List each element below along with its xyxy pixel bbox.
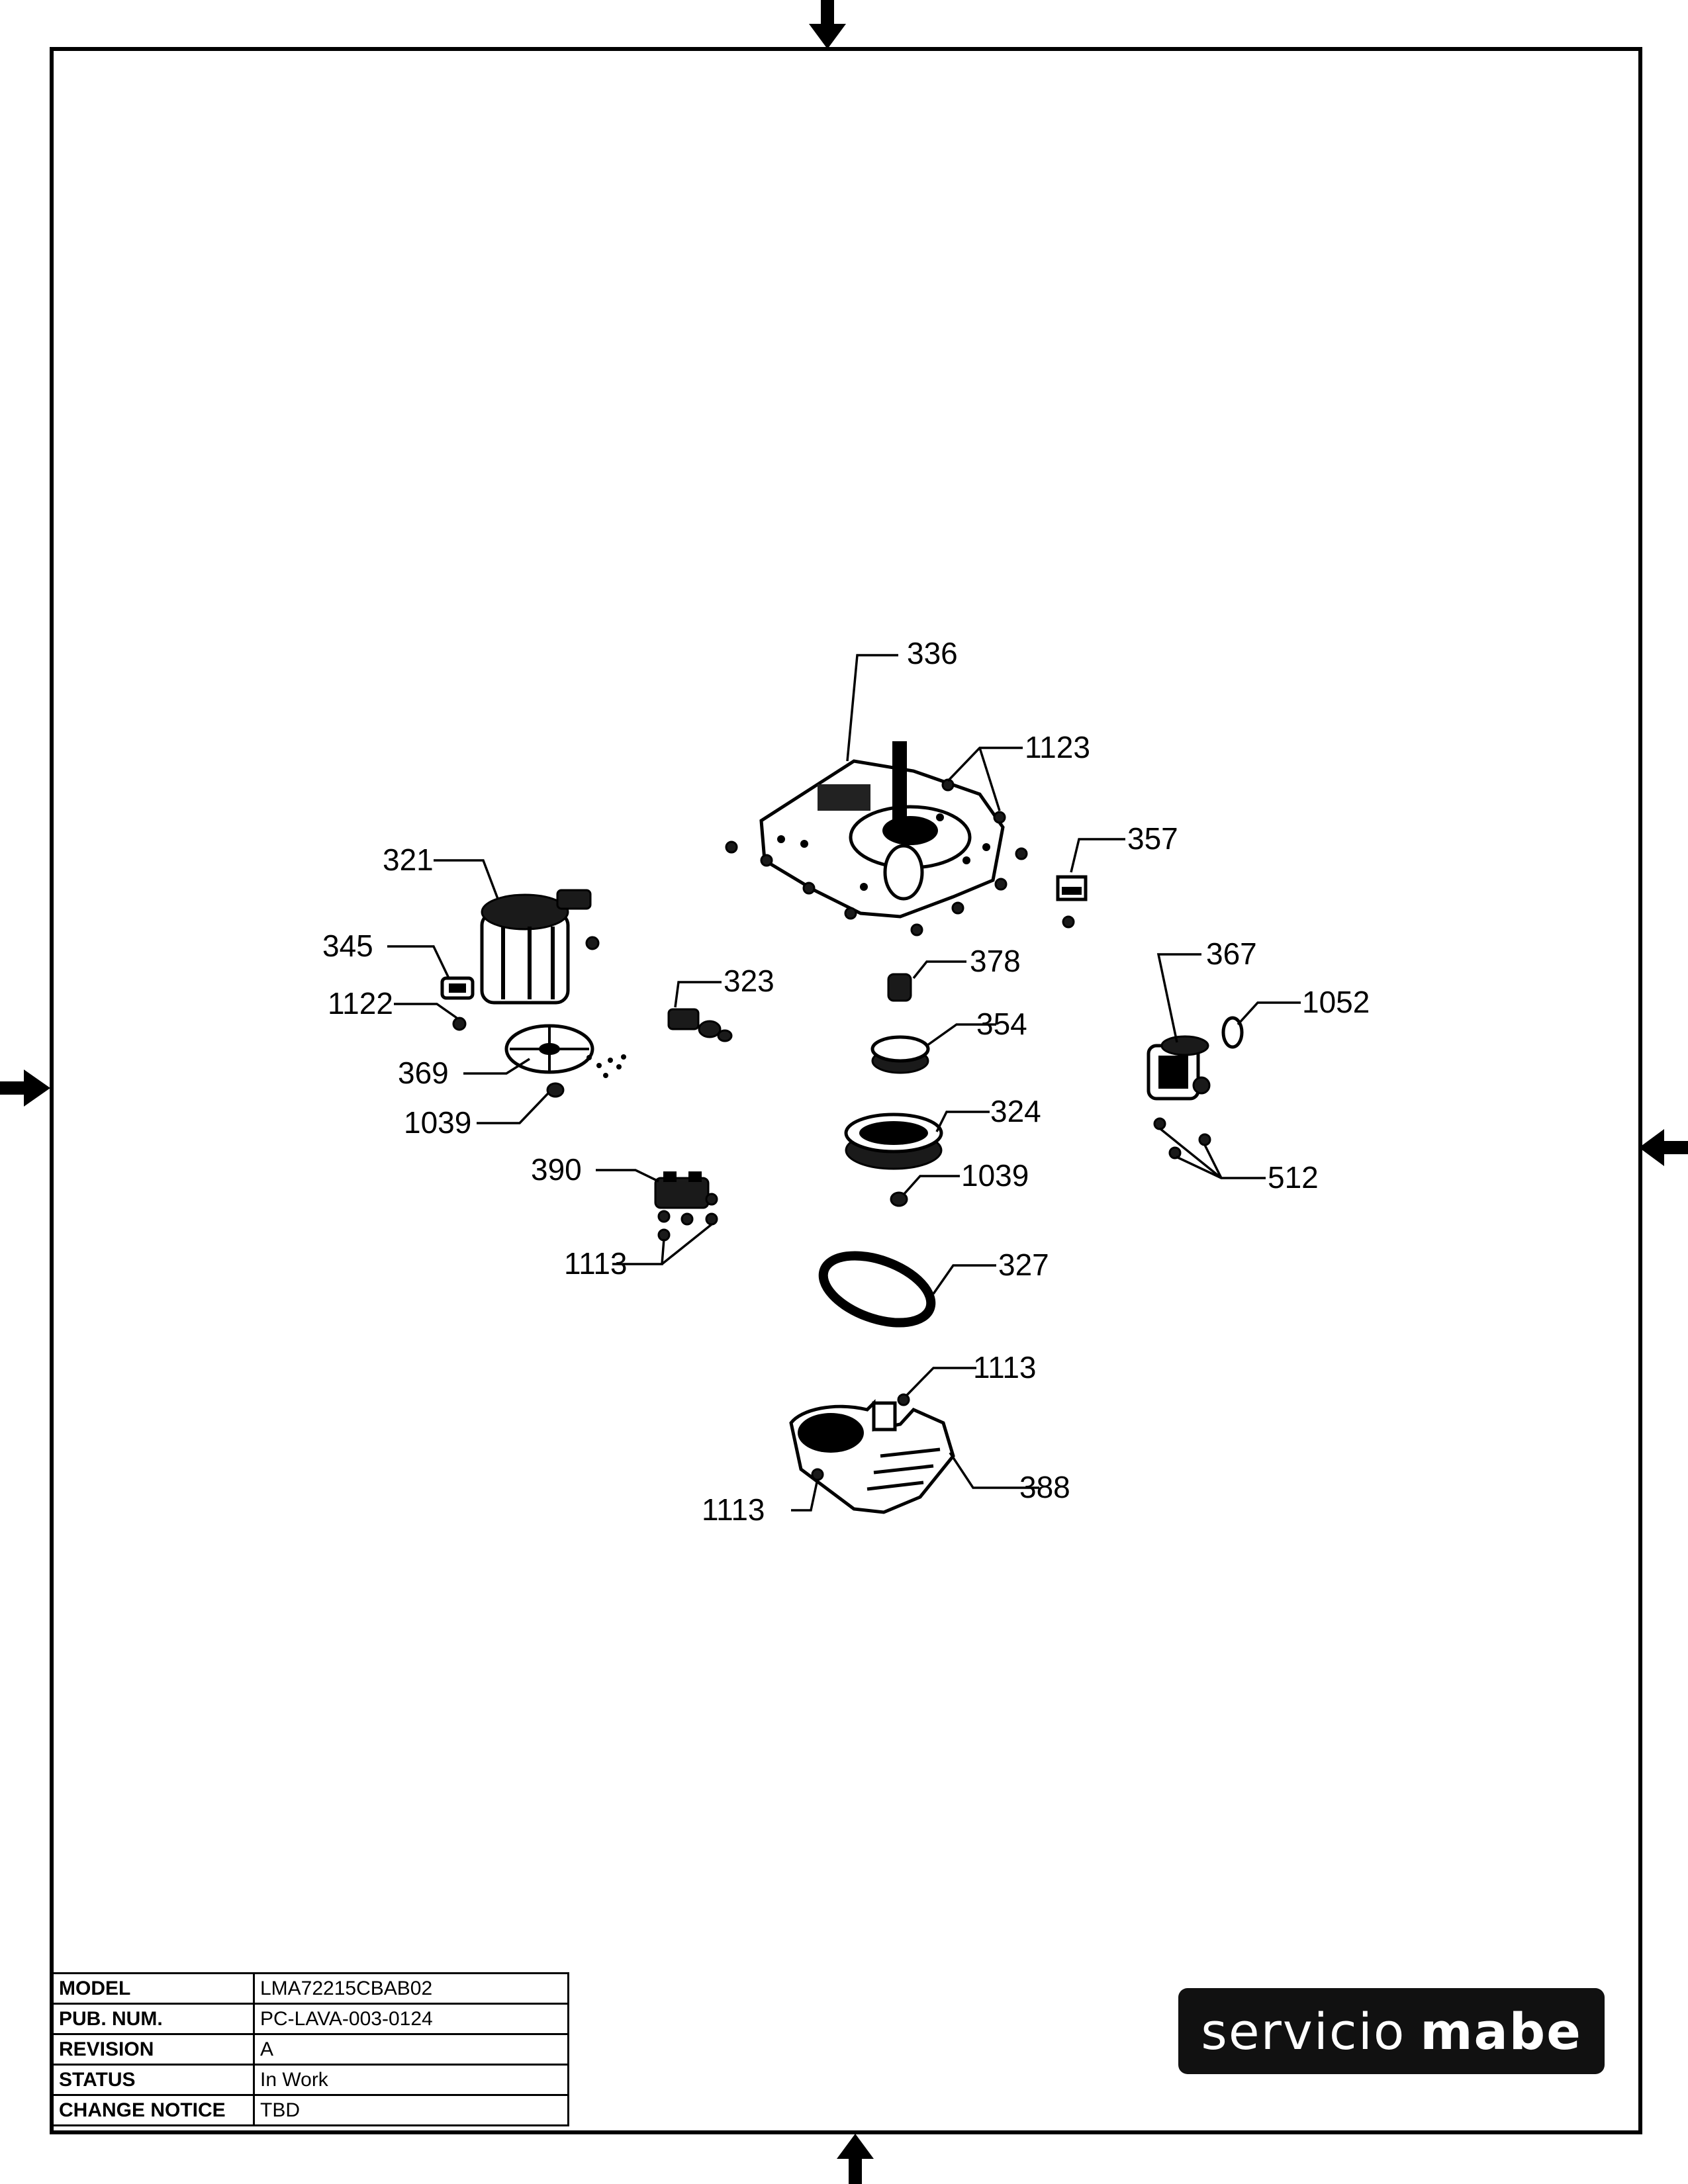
part-345-bracket [440,976,475,1000]
callout-323: 323 [724,964,774,998]
part-323-switch [667,1008,733,1042]
part-1123-screws [725,778,1028,936]
callout-1039-right: 1039 [961,1158,1029,1193]
callout-327: 327 [998,1248,1049,1282]
callout-1039-left: 1039 [404,1105,471,1140]
callout-321: 321 [383,842,434,877]
part-321-motor [480,889,600,1005]
callout-357: 357 [1127,821,1178,856]
callout-354: 354 [976,1007,1027,1041]
part-369-dots [586,1054,626,1078]
change-notice-value: TBD [253,2094,569,2126]
logo-servicio-text: servicio [1201,2001,1406,2061]
part-388-housing [789,1398,955,1514]
title-block-row-revision: REVISION A [52,2033,569,2066]
pub-num-label: PUB. NUM. [52,2003,255,2035]
callout-388: 388 [1019,1470,1070,1504]
pub-num-value: PC-LAVA-003-0124 [253,2003,569,2035]
callout-324: 324 [990,1094,1041,1128]
part-354-hub [870,1035,930,1074]
part-1122-screw [452,1017,467,1031]
part-327-belt [818,1251,936,1328]
servicio-mabe-logo: servicio mabe [1178,1988,1605,2074]
callout-1123: 1123 [1025,730,1090,764]
part-367-pump [1147,1035,1211,1101]
part-336-base-plate [759,741,1005,919]
callout-367: 367 [1206,936,1257,971]
centering-arrow-right [1639,1129,1688,1166]
part-1113-screw-top [897,1393,910,1406]
callout-336: 336 [907,636,958,670]
revision-label: REVISION [52,2033,255,2066]
status-label: STATUS [52,2064,255,2096]
callout-1113-bottom: 1113 [702,1492,765,1527]
title-block-row-pub-num: PUB. NUM. PC-LAVA-003-0124 [52,2003,569,2035]
callout-labels: 336 1123 357 321 345 1122 323 378 367 10… [322,636,1370,1527]
callout-369: 369 [398,1056,449,1090]
change-notice-label: CHANGE NOTICE [52,2094,255,2126]
part-378-coupling [887,973,912,1002]
status-value: In Work [253,2064,569,2096]
title-block: MODEL LMA72215CBAB02 PUB. NUM. PC-LAVA-0… [52,1972,569,2126]
callout-1052: 1052 [1302,985,1370,1019]
part-512-screws [1153,1117,1211,1160]
drawing-border [50,47,1642,2134]
model-label: MODEL [52,1972,255,2005]
part-1113-screw-bottom [811,1468,824,1481]
title-block-row-model: MODEL LMA72215CBAB02 [52,1972,569,2005]
part-324-large-pulley [844,1113,943,1170]
part-1039-cap-left [546,1082,565,1098]
centering-arrow-top [809,0,846,49]
logo-mabe-text: mabe [1420,2001,1582,2061]
part-390-bracket [654,1171,718,1209]
leader-lines [387,654,1301,1512]
callout-1113-top: 1113 [973,1350,1037,1385]
title-block-row-status: STATUS In Work [52,2064,569,2096]
callout-345: 345 [322,929,373,963]
centering-arrow-bottom [837,2134,874,2184]
callout-1113-left: 1113 [564,1246,628,1281]
callout-390: 390 [531,1152,582,1187]
revision-value: A [253,2033,569,2066]
callout-378: 378 [970,944,1021,978]
callout-1122: 1122 [328,986,393,1021]
part-1052-clamp [1221,1016,1244,1049]
centering-arrow-left [0,1069,50,1107]
part-357-clip [1056,875,1088,929]
model-value: LMA72215CBAB02 [253,1972,569,2005]
part-1039-cap-right [890,1191,908,1207]
part-1113-screws-left [657,1210,718,1242]
callout-512: 512 [1268,1160,1319,1195]
title-block-row-change-notice: CHANGE NOTICE TBD [52,2094,569,2126]
